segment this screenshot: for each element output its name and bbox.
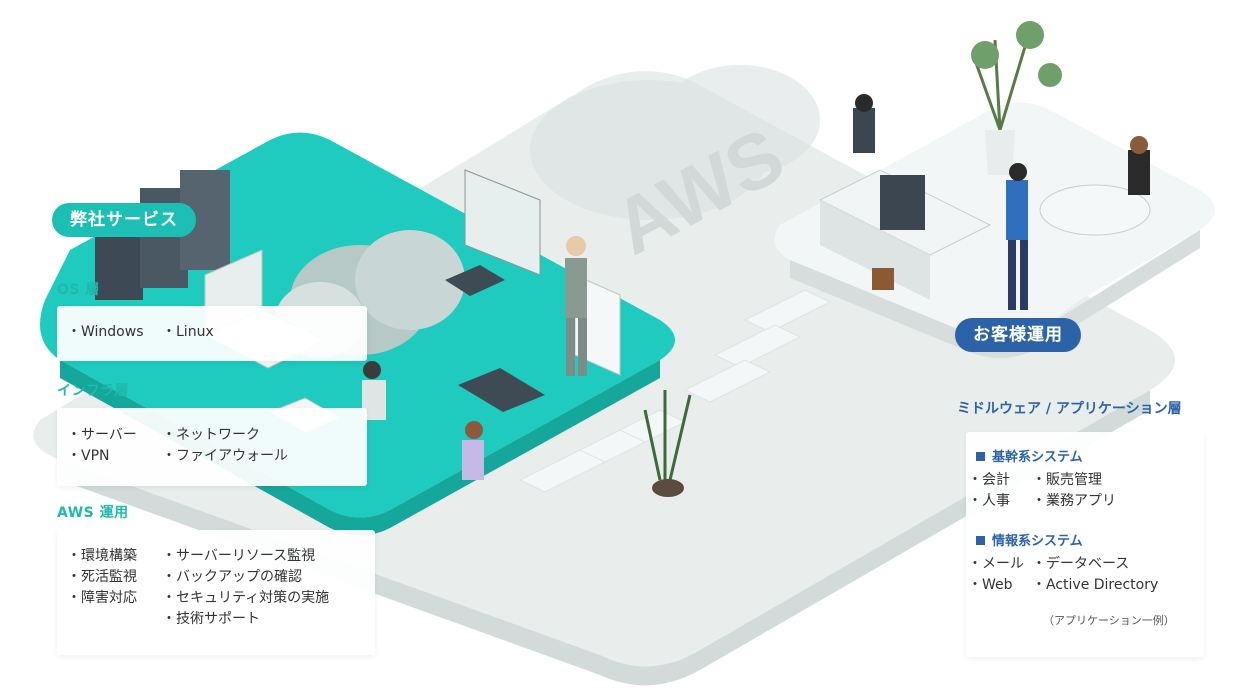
aws-ops-item: セキュリティ対策の実施 [162,588,329,609]
aws-ops-item: バックアップの確認 [162,567,329,588]
plants [643,21,1062,497]
infra-layer-col1: サーバー VPN [67,425,137,467]
aws-ops-col1: 環境構築 死活監視 障害対応 [67,546,137,609]
os-layer-col1: Windows [67,322,144,343]
core-systems-heading: 基幹系システム [976,446,1083,465]
cloud-mark [530,65,820,220]
core-system-item: 会計 [968,470,1010,491]
staff-figures [362,236,587,480]
aws-ops-item: 死活監視 [67,567,137,588]
company-service-badge: 弊社サービス [52,203,196,237]
customer-operation-badge: お客様運用 [955,318,1081,352]
info-system-item: Web [968,575,1024,596]
core-system-item: 人事 [968,491,1010,512]
info-systems-heading: 情報系システム [976,530,1083,549]
os-layer-title: OS 層 [57,282,100,298]
aws-ops-col2: サーバーリソース監視 バックアップの確認 セキュリティ対策の実施 技術サポート [162,546,329,630]
core-systems-col2: 販売管理 業務アプリ [1032,470,1116,512]
aws-ops-item: 障害対応 [67,588,137,609]
info-systems-col1: メール Web [968,554,1024,596]
infra-layer-col2: ネットワーク ファイアウォール [162,425,288,467]
application-example-note: （アプリケーション一例） [1043,614,1175,627]
infra-layer-title: インフラ層 [57,383,130,399]
core-system-item: 販売管理 [1032,470,1116,491]
os-item: Windows [67,322,144,343]
infra-item: ファイアウォール [162,446,288,467]
os-layer-col2: Linux [162,322,214,343]
aws-ops-title: AWS 運用 [57,505,129,521]
infra-item: VPN [67,446,137,467]
info-system-item: Active Directory [1032,575,1158,596]
aws-ops-item: 技術サポート [162,609,329,630]
aws-ops-item: 環境構築 [67,546,137,567]
middleware-layer-title: ミドルウェア / アプリケーション層 [957,401,1182,417]
infra-item: サーバー [67,425,137,446]
info-systems-col2: データベース Active Directory [1032,554,1158,596]
aws-ops-item: サーバーリソース監視 [162,546,329,567]
info-system-item: データベース [1032,554,1158,575]
info-system-item: メール [968,554,1024,575]
core-systems-col1: 会計 人事 [968,470,1010,512]
customer-office [818,94,1151,310]
infra-item: ネットワーク [162,425,288,446]
os-item: Linux [162,322,214,343]
core-system-item: 業務アプリ [1032,491,1116,512]
